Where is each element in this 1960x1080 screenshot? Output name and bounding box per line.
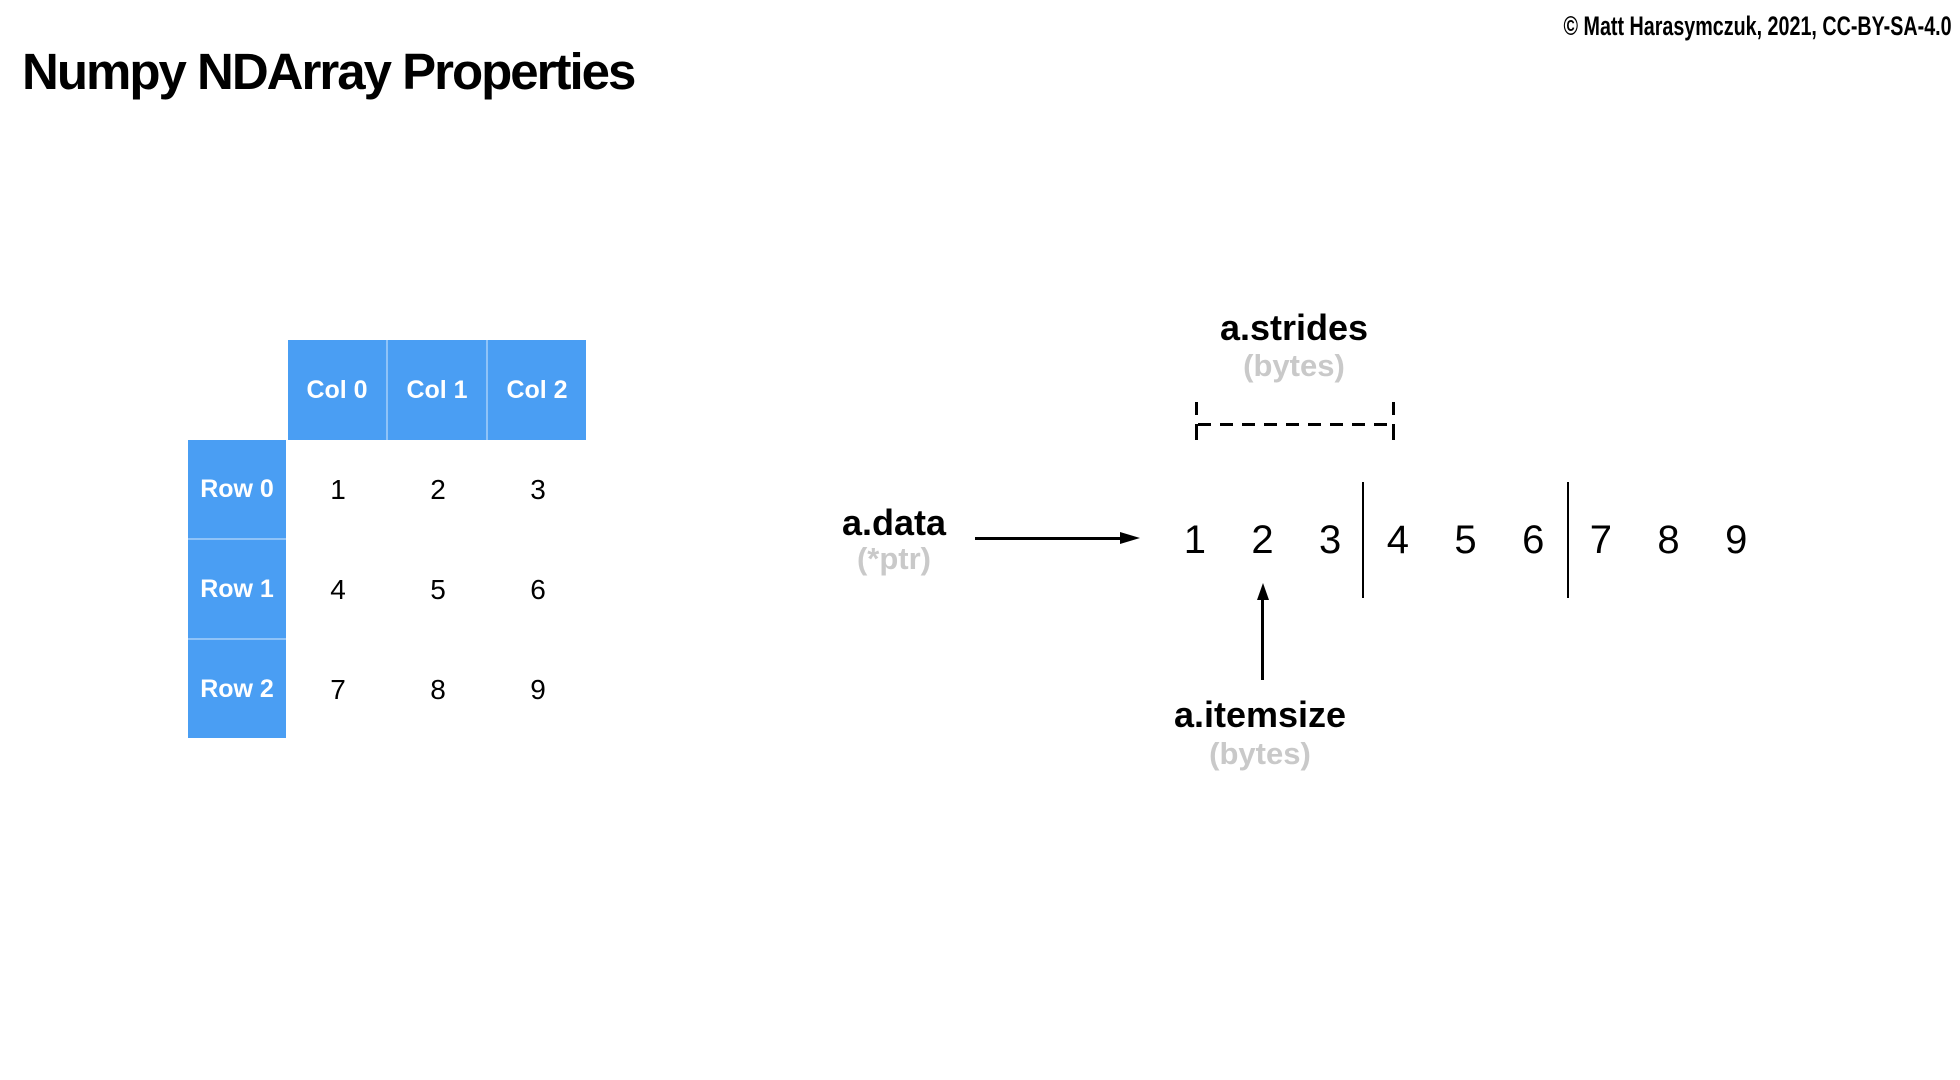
matrix-cell-r2c0: 7 [330, 674, 346, 705]
matrix-cell-r1c1: 5 [430, 574, 446, 605]
data-pointer-arrow-head [1120, 532, 1140, 544]
bracket-right-tick [1392, 402, 1395, 440]
row-header-row0: Row 0 [188, 440, 286, 538]
matrix-data-grid: 1 2 3 4 5 6 7 8 9 [288, 440, 588, 740]
data-pointer-label: a.data [841, 502, 947, 543]
matrix-cell-r0c0: 1 [330, 474, 346, 505]
memory-cell: 5 [1454, 518, 1477, 562]
row-header-row2: Row 2 [188, 640, 286, 738]
matrix-cell-r2c1: 8 [430, 674, 446, 705]
bracket-left-tick [1195, 402, 1198, 440]
strides-bracket [1195, 402, 1395, 440]
memory-cell: 4 [1386, 518, 1409, 562]
bracket-dashed-line [1198, 423, 1392, 426]
column-header-col0: Col 0 [288, 340, 386, 440]
matrix-column-headers: Col 0 Col 1 Col 2 [288, 340, 586, 440]
memory-cell: 3 [1319, 518, 1342, 562]
memory-cell: 9 [1725, 518, 1748, 562]
matrix-cell-r2c2: 9 [530, 674, 546, 705]
row-header-row1: Row 1 [188, 540, 286, 638]
memory-row-separator [1362, 482, 1364, 598]
memory-layout-row: 1 2 3 4 5 6 7 8 9 [1161, 514, 1770, 566]
page-title: Numpy NDArray Properties [22, 43, 636, 100]
strides-sublabel: (bytes) [1243, 348, 1345, 383]
memory-cell: 8 [1657, 518, 1680, 562]
strides-label: a.strides [1219, 307, 1369, 348]
memory-cell: 6 [1522, 518, 1545, 562]
matrix-cell-r1c0: 4 [330, 574, 346, 605]
itemsize-label: a.itemsize [1173, 694, 1347, 735]
column-header-col1: Col 1 [388, 340, 486, 440]
copyright-text: © Matt Harasymczuk, 2021, CC-BY-SA-4.0 [1563, 11, 1952, 41]
itemsize-arrow-shaft [1261, 599, 1264, 680]
itemsize-sublabel: (bytes) [1209, 736, 1311, 771]
data-pointer-sublabel: (*ptr) [856, 541, 932, 576]
data-pointer-arrow-shaft [975, 537, 1122, 540]
matrix-row-headers: Row 0 Row 1 Row 2 [188, 440, 286, 738]
matrix-cell-r1c2: 6 [530, 574, 546, 605]
matrix-cell-r0c1: 2 [430, 474, 446, 505]
memory-cell: 1 [1183, 518, 1206, 562]
column-header-col2: Col 2 [488, 340, 586, 440]
itemsize-arrow-head [1256, 583, 1269, 600]
memory-row-separator [1567, 482, 1569, 598]
memory-cell: 7 [1589, 518, 1612, 562]
memory-cell: 2 [1251, 518, 1274, 562]
matrix-cell-r0c2: 3 [530, 474, 546, 505]
